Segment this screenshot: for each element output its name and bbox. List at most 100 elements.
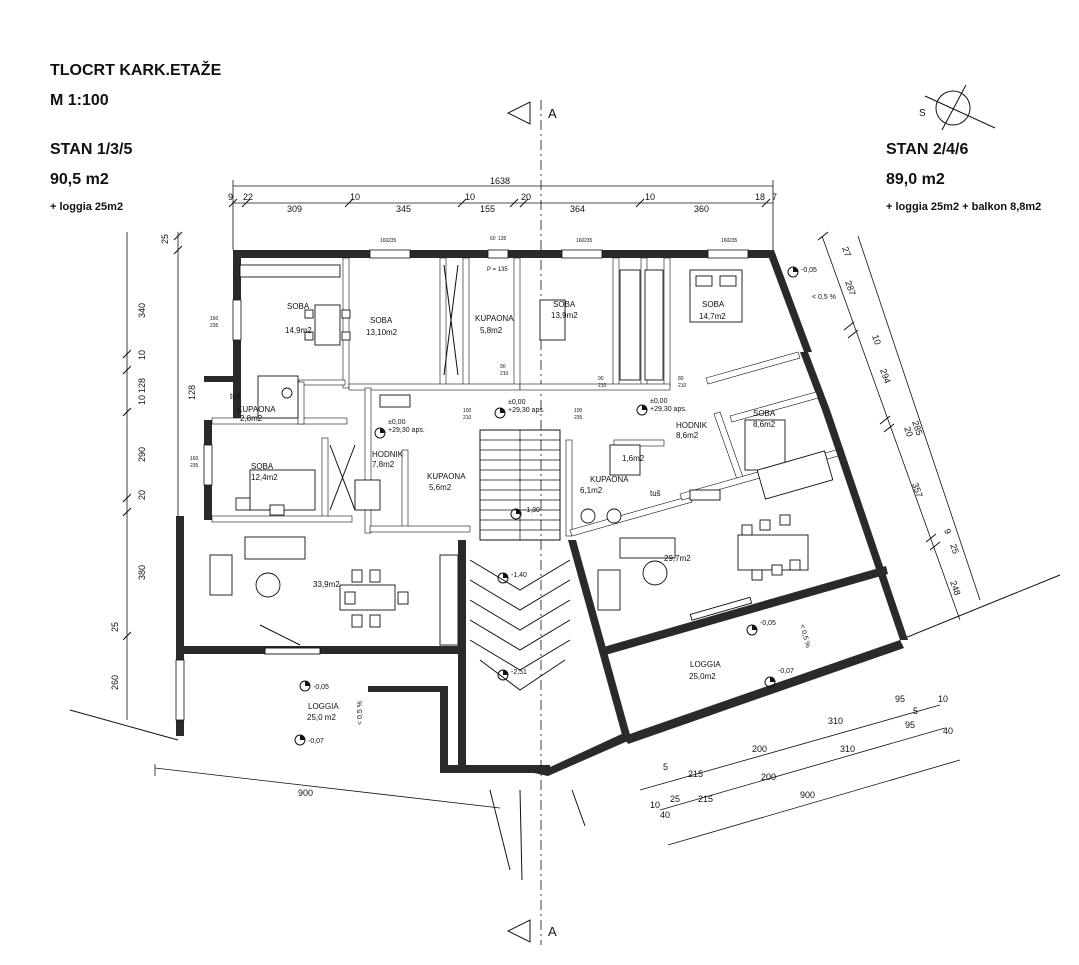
dim-top-d11: 360: [694, 204, 709, 214]
stair-core: [469, 429, 571, 691]
dimension-right: 27 287 10 294 20 285 357 25 248 9: [817, 231, 981, 621]
dim-right-d6: 285: [910, 419, 925, 437]
door2b: 210: [463, 415, 472, 421]
plan-scale: M 1:100: [50, 92, 109, 109]
north-arrow-icon: S: [919, 84, 996, 131]
room-soba5-area: 12,4m2: [251, 473, 278, 482]
dim-bottom-r16: 900: [800, 790, 815, 800]
door1b: 210: [500, 371, 509, 377]
dim-bottom-left: 900: [298, 788, 313, 798]
dim-bottom-r12: 10: [650, 800, 660, 810]
dimension-bottom: 900 95 10 5 310 95 40 200 310 5 215 200 …: [154, 694, 961, 846]
right-unit-area: 89,0 m2: [886, 171, 945, 188]
dim-bottom-r11: 200: [761, 772, 776, 782]
room-soba6-area: 8,6m2: [753, 420, 776, 429]
win3b: 235: [388, 238, 397, 244]
dim-top-d3: 309: [287, 204, 302, 214]
left-unit-area: 90,5 m2: [50, 171, 109, 188]
right-unit-walls: [519, 250, 908, 776]
level-l6: -0,05: [760, 620, 776, 627]
dim-bottom-r15: 40: [660, 810, 670, 820]
level-l7: -0,07: [778, 668, 794, 675]
section-label-bottom: A: [548, 924, 557, 939]
dim-bottom-r3: 5: [913, 706, 918, 716]
terrain-line-bottom-a: [489, 789, 511, 871]
level-l2a: ±0,00: [508, 399, 526, 406]
level-slope3: < 0,5 %: [798, 624, 811, 649]
dim-top-d9: 364: [570, 204, 585, 214]
right-unit-name: STAN 2/4/6: [886, 141, 969, 158]
win5a: 160: [721, 238, 730, 244]
door1a: 90: [500, 364, 506, 370]
room-soba3-name: SOBA: [553, 300, 576, 309]
dim-bottom-r7: 200: [752, 744, 767, 754]
level-l8: -1,30: [524, 507, 540, 514]
room-soba2-name: SOBA: [370, 316, 393, 325]
room-soba6-name: SOBA: [753, 409, 776, 418]
dim-top-d2: 22: [243, 192, 253, 202]
dim-right-d1: 27: [840, 245, 853, 258]
door3b: 235: [574, 415, 583, 421]
dim-top-total: 1638: [490, 176, 510, 186]
door4a: 80: [678, 376, 684, 382]
level-l3b: +29,30 aps.: [650, 406, 687, 413]
win2b: 135: [498, 236, 507, 242]
dim-bottom-r14: 215: [698, 794, 713, 804]
dim-right-d2: 287: [843, 279, 858, 297]
door3a: 100: [574, 408, 583, 414]
level-l3a: ±0,00: [650, 398, 668, 405]
room-soba4-name: SOBA: [702, 300, 725, 309]
dim-left-d6: 290: [137, 447, 147, 462]
dim-left-d2: 340: [137, 303, 147, 318]
dim-top-d5: 345: [396, 204, 411, 214]
level-l11: -0,05: [801, 267, 817, 274]
room-log1-name: LOGGIA: [308, 702, 339, 711]
room-soba4-area: 14,7m2: [699, 312, 726, 321]
dim-right-d8: 25: [948, 542, 961, 555]
room-kup3-area: 5,6m2: [429, 483, 452, 492]
level-slope1: < 0,5 %: [812, 294, 836, 301]
level-l2b: +29,30 aps.: [508, 407, 545, 414]
room-hod1-name: HODNIK: [372, 450, 404, 459]
top-windows: [175, 249, 749, 721]
door2a: 100: [463, 408, 472, 414]
dim-left-d5: 10: [137, 395, 147, 405]
dim-right-d10: 9: [942, 527, 953, 535]
plan-title: TLOCRT KARK.ETAŽE: [50, 62, 222, 79]
dim-right-d4: 294: [878, 367, 893, 385]
dimension-top: 1638 9 22 309 10 345 10 155 20 364 10 36…: [228, 176, 777, 250]
win6a: 160: [190, 456, 199, 462]
room-liv1-area: 33,9m2: [313, 580, 340, 589]
dim-left-d3: 10: [137, 350, 147, 360]
dim-left-d9: 25: [110, 622, 120, 632]
level-markers: ±0,00 +29,30 aps. ±0,00 +29,30 aps. ±0,0…: [294, 266, 836, 746]
right-unit-extra: + loggia 25m2 + balkon 8,8m2: [886, 201, 1042, 213]
terrain-line-bottom-c: [571, 789, 586, 827]
dim-bottom-r13: 25: [670, 794, 680, 804]
window-labels: 160 235 60 135 160 235 160 235 160 235 1…: [190, 236, 738, 469]
room-tus2: tuš: [650, 489, 661, 498]
dim-top-d8: 20: [521, 192, 531, 202]
room-soba1-area: 14,9m2: [285, 326, 312, 335]
north-label: S: [919, 108, 926, 119]
level-l10: -2,51: [511, 669, 527, 676]
win-p1: P = 135: [487, 267, 508, 273]
dim-left-inner: 128: [187, 385, 197, 400]
door5a: 90: [598, 376, 604, 382]
section-marker-top: [506, 101, 531, 125]
room-hod2-area: 8,6m2: [676, 431, 699, 440]
door5b: 210: [598, 383, 607, 389]
level-slope2: < 0,5 %: [357, 701, 364, 725]
terrain-line-bottom-b: [519, 789, 523, 881]
dim-right-d9: 248: [948, 579, 963, 597]
door4b: 210: [678, 383, 687, 389]
left-unit-extra: + loggia 25m2: [50, 201, 124, 213]
dim-bottom-r9: 5: [663, 762, 668, 772]
dim-left-d1: 25: [160, 234, 170, 244]
dim-top-d10: 10: [645, 192, 655, 202]
dim-right-d5: 20: [902, 425, 915, 438]
win2a: 60: [490, 236, 496, 242]
dim-top-d4: 10: [350, 192, 360, 202]
win6b: 235: [190, 463, 199, 469]
